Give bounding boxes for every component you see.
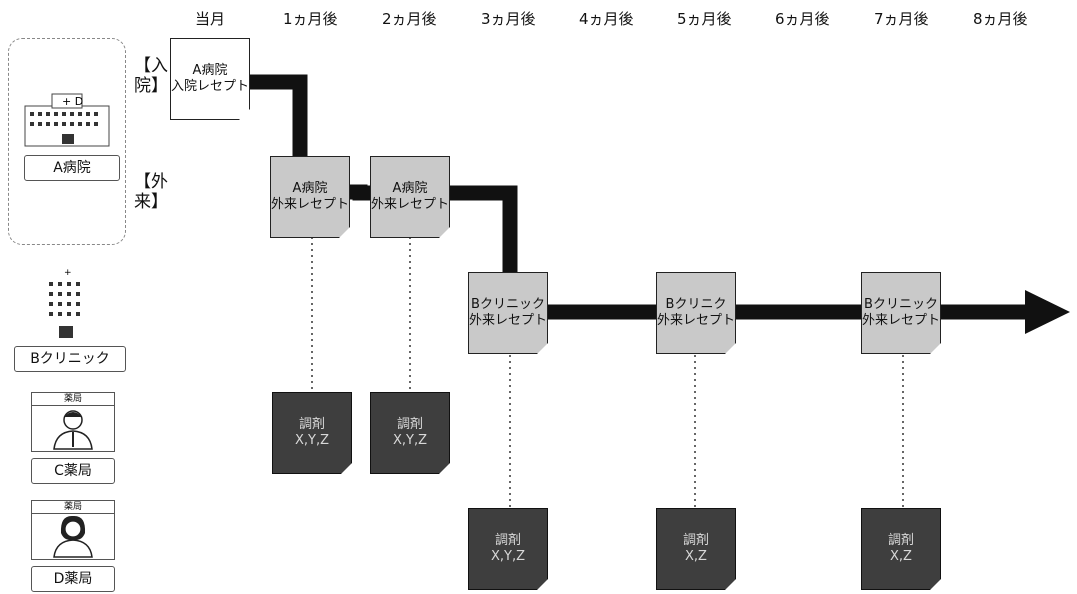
dispensing-drugs: X,Y,Z xyxy=(393,433,427,449)
pharmacy-d-label: D薬局 xyxy=(31,566,115,592)
outpatient-receipt-b-3: Bクリニック外来レセプト xyxy=(861,272,941,354)
clinic-building-icon: + xyxy=(45,266,91,342)
receipt-facility: A病院 xyxy=(371,181,449,197)
outpatient-receipt-b-2: Bクリニク外来レセプト xyxy=(656,272,736,354)
month-label: 4ヵ月後 xyxy=(579,8,634,29)
dispensing-drugs: X,Z xyxy=(683,549,709,565)
pharmacy-c-icon: 薬局 xyxy=(31,392,115,452)
receipt-facility: Bクリニック xyxy=(469,297,547,313)
outpatient-receipt-a-1: A病院外来レセプト xyxy=(270,156,350,238)
clinic-b-label: Bクリニック xyxy=(14,346,126,372)
receipt-type: 外来レセプト xyxy=(271,197,349,213)
pharmacist-male-icon xyxy=(32,405,114,451)
month-label: 7ヵ月後 xyxy=(874,8,929,29)
dispensing-title: 調剤 xyxy=(491,533,525,549)
receipt-type: 外来レセプト xyxy=(469,313,547,329)
pharmacy-d-icon: 薬局 xyxy=(31,500,115,560)
month-label: 1ヵ月後 xyxy=(283,8,338,29)
month-label: 5ヵ月後 xyxy=(677,8,732,29)
hospital-a-label: A病院 xyxy=(24,155,120,181)
dispensing-drugs: X,Y,Z xyxy=(295,433,329,449)
outpatient-label: 【外来】 xyxy=(134,172,154,212)
svg-text:+: + xyxy=(64,268,72,278)
inpatient-receipt-a: A病院入院レセプト xyxy=(170,38,250,120)
dispensing-title: 調剤 xyxy=(888,533,914,549)
hospital-building-icon: + D xyxy=(24,92,110,152)
receipt-type: 外来レセプト xyxy=(862,313,940,329)
pharmacist-female-icon xyxy=(32,513,114,559)
inpatient-label: 【入院】 xyxy=(134,56,154,96)
receipt-facility: Bクリニック xyxy=(862,297,940,313)
dispensing-drugs: X,Z xyxy=(888,549,914,565)
month-label: 当月 xyxy=(195,8,225,29)
dispensing-title: 調剤 xyxy=(295,417,329,433)
month-label: 8ヵ月後 xyxy=(973,8,1028,29)
month-label: 3ヵ月後 xyxy=(481,8,536,29)
dispensing-drugs: X,Y,Z xyxy=(491,549,525,565)
month-label: 6ヵ月後 xyxy=(775,8,830,29)
dispensing-title: 調剤 xyxy=(393,417,427,433)
receipt-facility: A病院 xyxy=(271,181,349,197)
month-label: 2ヵ月後 xyxy=(382,8,437,29)
outpatient-receipt-a-2: A病院外来レセプト xyxy=(370,156,450,238)
svg-text:+ D: + D xyxy=(62,95,83,108)
outpatient-receipt-b-1: Bクリニック外来レセプト xyxy=(468,272,548,354)
dispensing-title: 調剤 xyxy=(683,533,709,549)
pharmacy-c-label: C薬局 xyxy=(31,458,115,484)
receipt-facility: A病院 xyxy=(171,63,249,79)
receipt-type: 外来レセプト xyxy=(657,313,735,329)
timeline-arrowhead xyxy=(1025,290,1070,334)
receipt-facility: Bクリニク xyxy=(657,297,735,313)
receipt-type: 入院レセプト xyxy=(171,79,249,95)
receipt-type: 外来レセプト xyxy=(371,197,449,213)
